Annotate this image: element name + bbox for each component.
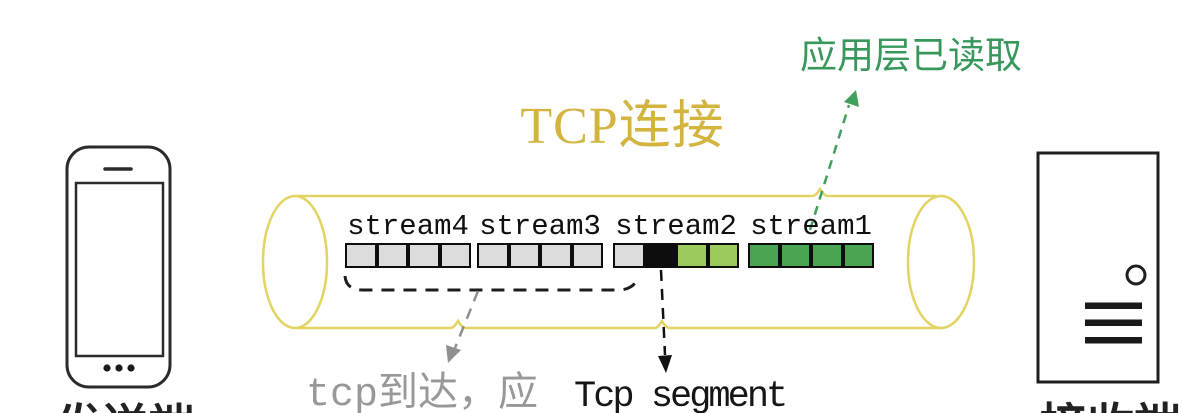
segment-cell-gray xyxy=(508,243,540,268)
segment-cell-lightgreen xyxy=(707,243,739,268)
stream3-label: stream3 xyxy=(479,210,601,243)
sender-label: 发送端 xyxy=(48,390,203,413)
stream4-segments xyxy=(345,243,471,268)
segment-cell-gray xyxy=(408,243,440,268)
tcp-segment-arrow xyxy=(658,269,672,373)
tcp-arrive-label: tcp到达，应 xyxy=(306,373,539,413)
stream1-segments xyxy=(748,243,874,268)
segment-cell-lightgreen xyxy=(676,243,708,268)
segment-cell-black xyxy=(644,243,676,268)
stream2-segments xyxy=(613,243,739,268)
segment-cell-gray xyxy=(613,243,645,268)
tcp-segment-label: Tcp segment xyxy=(574,376,788,413)
segment-cell-green xyxy=(811,243,843,268)
phone-icon xyxy=(65,145,172,389)
segment-cell-gray xyxy=(345,243,377,268)
stream3-segments xyxy=(477,243,603,268)
stream1-label: stream1 xyxy=(750,210,872,243)
tcp-pipe-cylinder xyxy=(261,186,976,330)
segment-cell-green xyxy=(748,243,780,268)
diagram-title: TCP连接 xyxy=(520,98,725,155)
receiver-label: 接收端 xyxy=(1028,387,1193,413)
segment-cell-green xyxy=(779,243,811,268)
app-read-arrow xyxy=(808,90,859,231)
server-icon xyxy=(1036,151,1160,384)
app-read-label: 应用层已读取 xyxy=(800,36,1022,77)
segment-cell-gray xyxy=(540,243,572,268)
dashed-brace xyxy=(343,275,641,292)
segment-cell-gray xyxy=(439,243,471,268)
gray-dashed-arrow xyxy=(446,290,480,363)
segment-cell-gray xyxy=(571,243,603,268)
stream2-label: stream2 xyxy=(615,210,737,243)
segment-cell-gray xyxy=(477,243,509,268)
segment-cell-gray xyxy=(376,243,408,268)
stream4-label: stream4 xyxy=(347,210,469,243)
segment-cell-green xyxy=(842,243,874,268)
